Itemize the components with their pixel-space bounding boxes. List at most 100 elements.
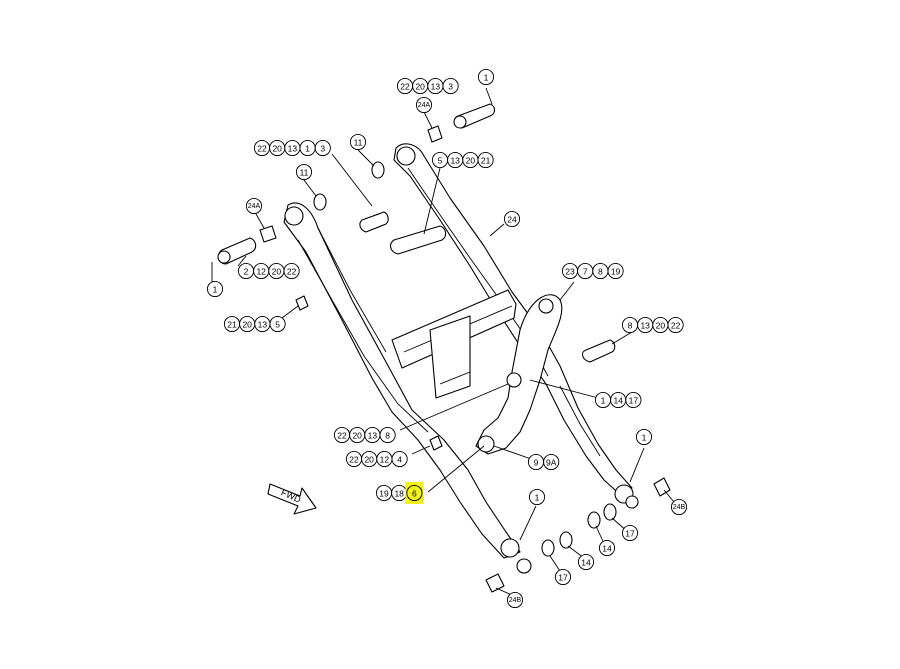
callout-highlighted[interactable]: 6 [405, 482, 424, 504]
callout[interactable]: 13 [637, 316, 654, 334]
callout-label: 20 [656, 321, 666, 331]
callout[interactable]: 1 [477, 68, 495, 86]
callout[interactable]: 1 [528, 488, 546, 506]
bushing-24b-right [653, 477, 671, 497]
callout[interactable]: 13 [364, 426, 381, 444]
callout-label: 14 [602, 544, 612, 554]
callout[interactable]: 24A [415, 96, 433, 114]
callout[interactable]: 20 [349, 426, 366, 444]
callout[interactable]: 23 [561, 262, 579, 280]
callout[interactable]: 24 [503, 210, 521, 228]
callout[interactable]: 3 [314, 139, 331, 157]
callout[interactable]: 22 [253, 139, 271, 157]
washer-14-lower [559, 531, 573, 549]
callout[interactable]: 17 [625, 391, 642, 409]
callout-label: 23 [565, 267, 575, 277]
callout[interactable]: 1 [206, 280, 224, 298]
callout-group: 17 [621, 524, 639, 542]
callout-label: 22 [400, 82, 410, 92]
callout[interactable]: 20 [268, 262, 285, 280]
callout[interactable]: 9 [527, 453, 545, 471]
callout[interactable]: 14 [598, 539, 616, 557]
callout[interactable]: 5 [431, 151, 449, 169]
callout-label: 19 [611, 267, 621, 277]
callout[interactable]: 18 [391, 484, 408, 502]
callout[interactable]: 22 [333, 426, 351, 444]
callout[interactable]: 24A [245, 197, 263, 215]
callout[interactable]: 24B [506, 591, 524, 609]
washer-17-lower [541, 539, 555, 557]
callout-label: 17 [629, 396, 639, 406]
callout[interactable]: 9A [543, 453, 560, 471]
callout[interactable]: 14 [610, 391, 627, 409]
callout[interactable]: 21 [223, 315, 241, 333]
callout-group: 24B [670, 498, 688, 516]
callout[interactable]: 13 [447, 151, 464, 169]
callout-label: 20 [364, 455, 374, 465]
callout-group: 11 [295, 163, 313, 181]
callout[interactable]: 20 [361, 450, 378, 468]
callout[interactable]: 24B [670, 498, 688, 516]
callout-group: 17 [554, 568, 572, 586]
callout[interactable]: 11 [349, 133, 367, 151]
bushing-24a-upper [427, 125, 443, 143]
callout[interactable]: 12 [376, 450, 393, 468]
callout[interactable]: 19 [375, 484, 393, 502]
callout-group: 14 [598, 539, 616, 557]
callout-label: 8 [385, 431, 390, 441]
callout[interactable]: 22 [667, 316, 684, 334]
bushing-24a-left [259, 225, 277, 243]
callout-label: 3 [320, 144, 325, 154]
pin-5 [389, 225, 447, 255]
callout[interactable]: 3 [442, 77, 459, 95]
callout[interactable]: 1 [594, 391, 612, 409]
callout-label: 24A [418, 102, 431, 109]
callout[interactable]: 17 [554, 568, 572, 586]
callout-group: 24A [415, 96, 433, 114]
callout-label: 19 [379, 489, 389, 499]
callout[interactable]: 22 [283, 262, 300, 280]
callout[interactable]: 22 [345, 450, 363, 468]
callout-label: 22 [349, 455, 359, 465]
callout[interactable]: 11 [295, 163, 313, 181]
callout[interactable]: 20 [269, 139, 286, 157]
callout-label: 6 [412, 489, 417, 499]
callout[interactable]: 8 [621, 316, 639, 334]
callout-label: 13 [450, 156, 460, 166]
callout[interactable]: 8 [592, 262, 609, 280]
callout[interactable]: 2 [237, 262, 255, 280]
callout-label: 8 [598, 267, 603, 277]
callout-label: 17 [625, 529, 635, 539]
callout[interactable]: 13 [254, 315, 271, 333]
callout-label: 7 [583, 267, 588, 277]
callout[interactable]: 8 [379, 426, 396, 444]
callout[interactable]: 13 [284, 139, 301, 157]
callout[interactable]: 7 [577, 262, 594, 280]
callout-label: 9 [534, 458, 539, 468]
callout[interactable]: 13 [427, 77, 444, 95]
callout[interactable]: 20 [412, 77, 429, 95]
callout[interactable]: 22 [396, 77, 414, 95]
callout[interactable]: 1 [299, 139, 316, 157]
callout[interactable]: 20 [652, 316, 669, 334]
callout[interactable]: 5 [269, 315, 286, 333]
callout[interactable]: 12 [253, 262, 270, 280]
callout[interactable]: 19 [607, 262, 624, 280]
callout[interactable]: 20 [239, 315, 256, 333]
callout-group: 1 [528, 488, 546, 506]
callout[interactable]: 14 [577, 553, 595, 571]
callout-label: 20 [272, 267, 282, 277]
fwd-arrow-icon [267, 483, 317, 515]
callout[interactable]: 4 [391, 450, 408, 468]
callout[interactable]: 17 [621, 524, 639, 542]
callout-label: 22 [257, 144, 267, 154]
pin-8 [581, 339, 616, 363]
callout[interactable]: 20 [462, 151, 479, 169]
callout[interactable]: 21 [477, 151, 494, 169]
callout[interactable]: 1 [635, 428, 653, 446]
